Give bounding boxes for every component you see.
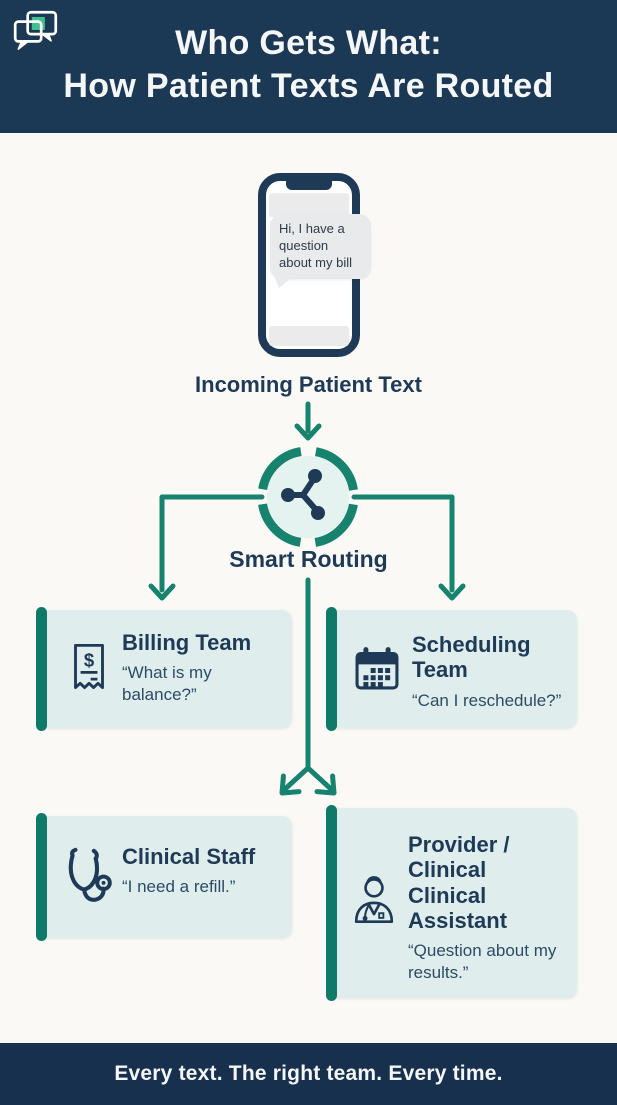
route-box-provider: Provider / Clinical Clinical Assistant “… [326, 805, 577, 1001]
calendar-icon [355, 647, 399, 690]
phone-status-bar [269, 193, 349, 217]
doctor-icon [354, 876, 394, 923]
header-banner: Who Gets What: How Patient Texts Are Rou… [0, 0, 617, 133]
accent-bar [326, 607, 337, 731]
route-title: Provider / Clinical Clinical Assistant [408, 832, 510, 933]
route-quote: “I need a refill.” [122, 877, 236, 897]
page-title-line2: How Patient Texts Are Routed [63, 67, 554, 106]
route-box-clinical-staff: Clinical Staff “I need a refill.” [36, 813, 292, 941]
footer-banner: Every text. The right team. Every time. [0, 1043, 617, 1105]
chat-bubbles-icon [13, 10, 58, 50]
phone-notch [286, 180, 332, 190]
route-title: Scheduling Team [412, 632, 531, 683]
incoming-message-bubble: Hi, I have a question about my bill [270, 214, 371, 288]
incoming-text-label: Incoming Patient Text [195, 372, 422, 397]
accent-bar [36, 607, 47, 731]
footer-tagline: Every text. The right team. Every time. [114, 1062, 503, 1085]
smart-routing-label: Smart Routing [229, 546, 388, 572]
route-quote: “Question about my results.” [408, 941, 557, 983]
smart-routing-hub-icon [257, 446, 359, 548]
stethoscope-icon [68, 847, 112, 902]
route-title: Billing Team [122, 630, 252, 655]
svg-text:$: $ [84, 649, 95, 670]
route-quote: “Can I reschedule?” [412, 690, 562, 710]
page-title-line1: Who Gets What: [175, 24, 442, 62]
receipt-dollar-icon: $ [74, 643, 104, 689]
phone-input-bar [269, 326, 349, 346]
accent-bar [326, 805, 337, 1001]
accent-bar [36, 813, 47, 941]
route-box-billing: $ Billing Team “What is my balance?” [36, 607, 292, 731]
route-box-scheduling: Scheduling Team “Can I reschedule?” [326, 607, 577, 731]
page-title: Who Gets What: How Patient Texts Are Rou… [0, 22, 617, 108]
route-quote: “What is my balance?” [122, 663, 212, 705]
route-title: Clinical Staff [122, 844, 256, 869]
